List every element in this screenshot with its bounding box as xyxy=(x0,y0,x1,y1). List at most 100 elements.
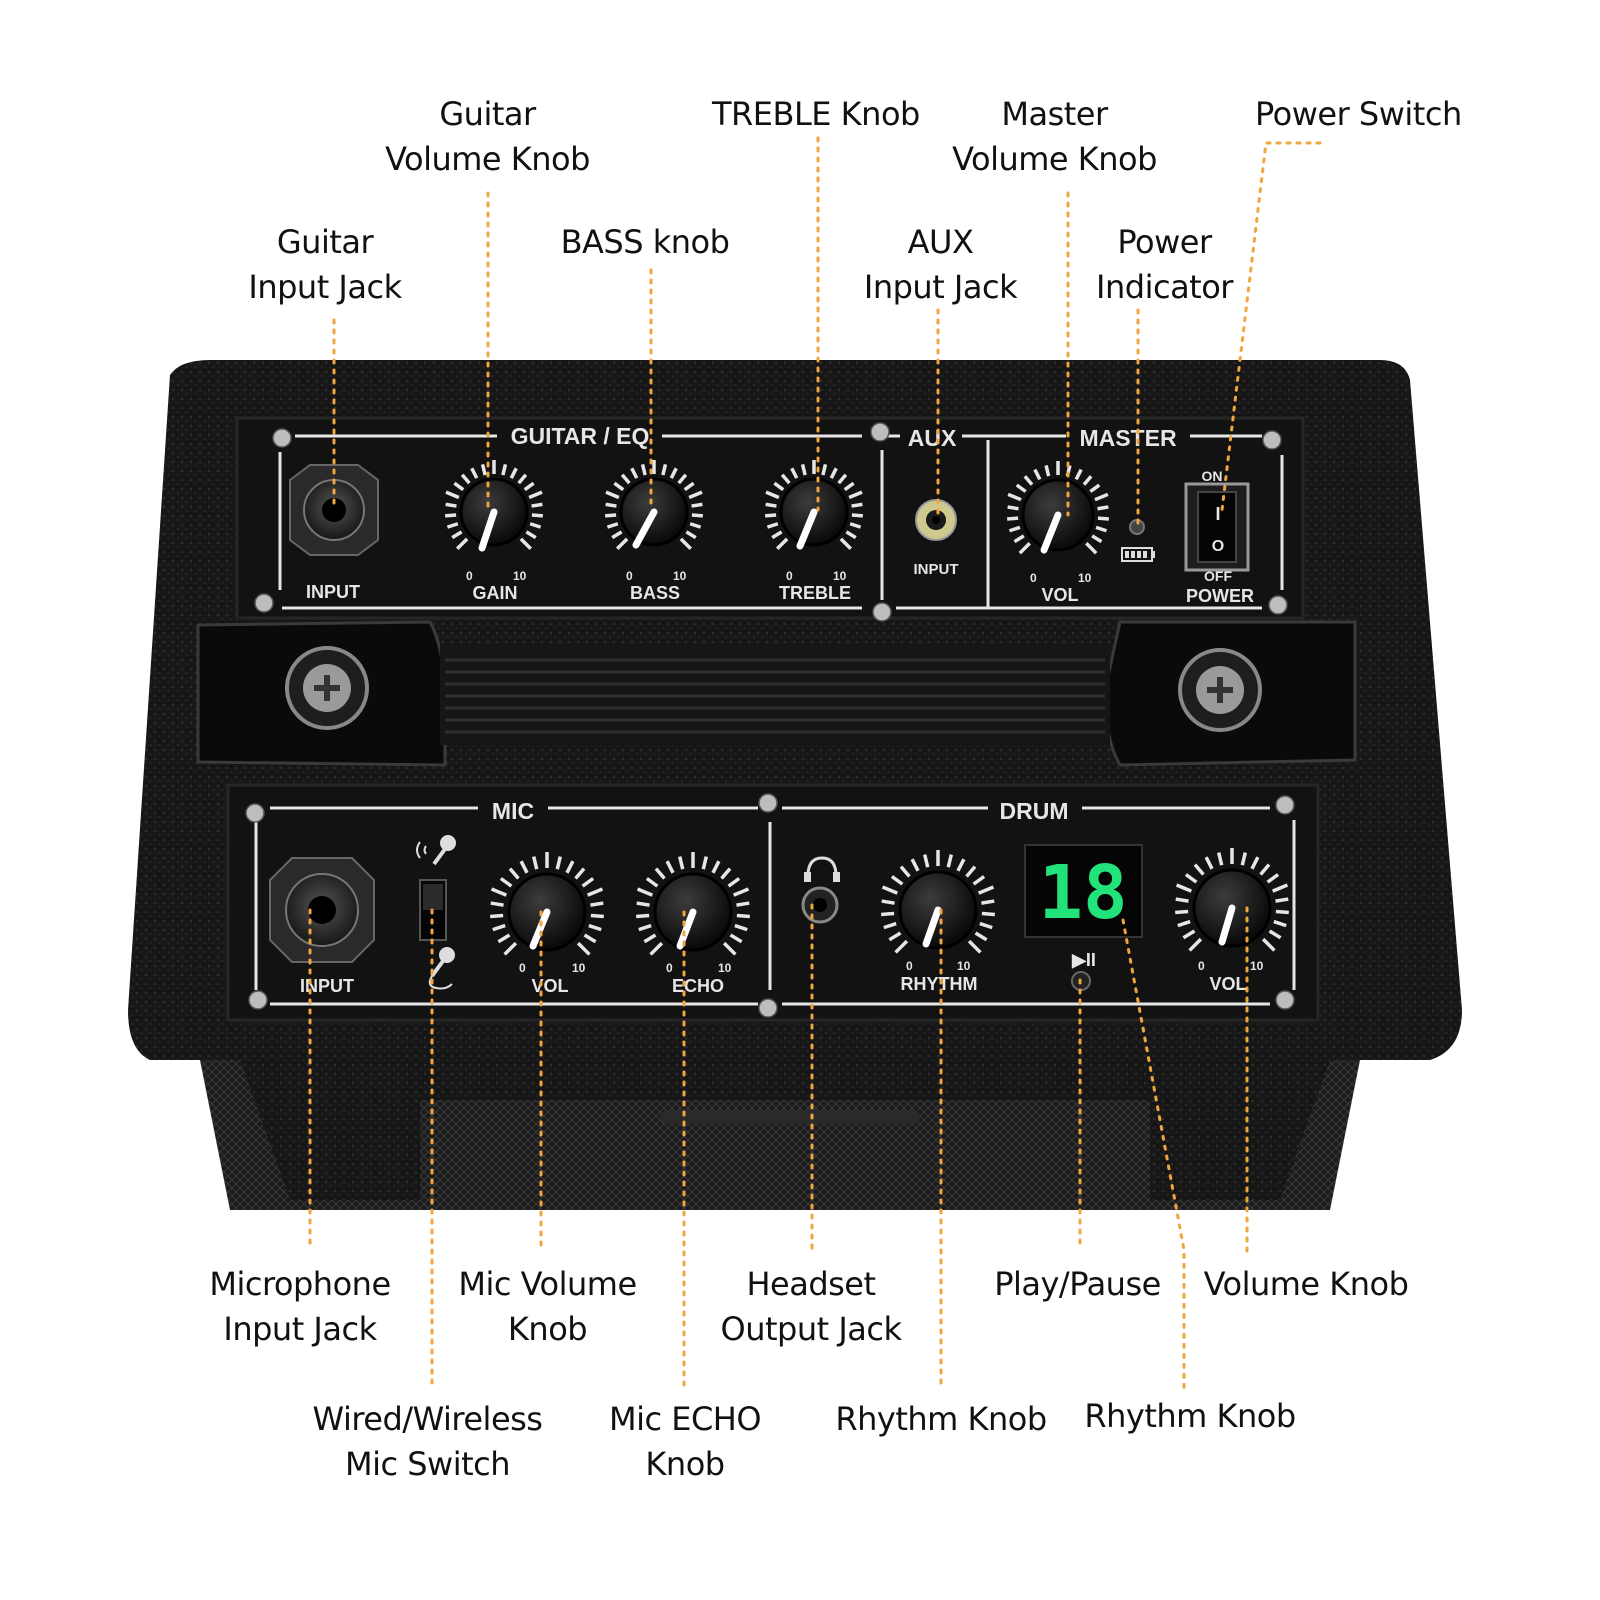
vol-scale-max: 10 xyxy=(1078,571,1092,585)
dial-tick xyxy=(574,867,586,880)
dial-tick xyxy=(773,481,785,492)
dial-tick xyxy=(1007,516,1019,521)
callout-bass-knob: BASS knob xyxy=(560,220,730,265)
drum-vol-scale-max: 10 xyxy=(1250,959,1264,973)
callout-line-1: Guitar xyxy=(276,223,374,261)
treble-knob[interactable] xyxy=(779,477,849,550)
top-scale-numbers: 0 10 0 10 0 10 0 10 xyxy=(466,569,1092,585)
dial-tick xyxy=(780,473,791,485)
dial-tick xyxy=(528,490,543,500)
dial-tick xyxy=(555,856,563,870)
rhythm-knob[interactable] xyxy=(898,870,978,950)
dial-tick xyxy=(1275,897,1289,903)
dial-tick xyxy=(1094,492,1109,502)
power-switch[interactable]: I O xyxy=(1184,482,1250,572)
callout-treble-knob: TREBLE Knob xyxy=(712,92,920,137)
dial-tick xyxy=(689,522,702,529)
dial-tick xyxy=(946,854,954,868)
dial-tick xyxy=(586,887,604,897)
callout-line-1: Play/Pause xyxy=(994,1265,1161,1303)
dial-tick xyxy=(665,860,675,874)
dial-tick xyxy=(583,933,597,944)
dial-tick xyxy=(765,502,777,508)
dial-tick xyxy=(1193,863,1205,876)
dial-tick xyxy=(800,463,807,476)
dial-tick xyxy=(979,921,993,930)
callout-line-1: Rhythm Knob xyxy=(835,1400,1047,1438)
dial-tick xyxy=(766,522,779,529)
dial-tick xyxy=(1175,909,1189,915)
callout-wired-wireless-mic-switch: Wired/Wireless Mic Switch xyxy=(305,1397,550,1487)
gain-scale-min: 0 xyxy=(466,569,473,583)
rhythm-label: RHYTHM xyxy=(901,974,978,994)
dial-tick xyxy=(1091,534,1103,544)
dial-tick xyxy=(446,522,459,529)
knob-dial-ticks xyxy=(445,460,1289,956)
rhythm-display-value: 18 xyxy=(1038,850,1127,936)
off-label: OFF xyxy=(1204,568,1232,584)
callout-mic-echo-knob: Mic ECHO Knob xyxy=(605,1397,765,1487)
dial-tick xyxy=(529,522,542,529)
headset-output-jack[interactable] xyxy=(801,886,839,924)
dial-tick xyxy=(565,860,575,874)
brand-plate xyxy=(660,1110,920,1124)
master-volume-knob[interactable] xyxy=(1021,478,1095,554)
gain-knob[interactable] xyxy=(459,477,529,552)
callout-line-2: Mic Switch xyxy=(344,1445,511,1483)
dial-tick xyxy=(613,481,625,492)
mic-vol-scale-max: 10 xyxy=(572,961,586,975)
master-vol-label: VOL xyxy=(1041,585,1078,605)
dial-tick xyxy=(638,923,652,932)
callout-headset-output-jack: Headset Output Jack xyxy=(716,1262,906,1352)
drum-volume-knob[interactable] xyxy=(1192,868,1272,948)
mic-input-label: INPUT xyxy=(300,976,354,996)
dial-tick xyxy=(839,537,853,551)
callout-line-2: Input Jack xyxy=(223,1310,377,1348)
dial-tick xyxy=(881,911,895,917)
dial-tick xyxy=(525,530,537,540)
dial-tick xyxy=(736,901,750,907)
dial-tick xyxy=(883,921,897,930)
callout-volume-knob: Volume Knob xyxy=(1200,1262,1412,1307)
dial-tick xyxy=(1268,929,1282,940)
callout-line-2: Input Jack xyxy=(863,268,1018,306)
dial-tick xyxy=(894,939,909,954)
dial-tick xyxy=(1007,492,1022,502)
dial-tick xyxy=(677,473,688,485)
dial-tick xyxy=(956,858,966,872)
dial-tick xyxy=(736,913,750,919)
mic-echo-knob[interactable] xyxy=(653,872,733,952)
callout-line-1: Power xyxy=(1117,223,1212,261)
dial-tick xyxy=(922,854,930,868)
aux-input-jack[interactable] xyxy=(915,499,957,541)
microphone-input-jack[interactable] xyxy=(269,857,375,963)
dial-tick xyxy=(445,490,460,500)
dial-tick xyxy=(480,463,487,476)
dial-tick xyxy=(531,856,539,870)
aux-input-label: INPUT xyxy=(914,561,959,578)
dial-tick xyxy=(691,513,703,518)
dial-tick xyxy=(701,856,709,870)
play-pause-symbol: ▶II xyxy=(1071,950,1096,970)
wired-mic-icon xyxy=(428,947,455,990)
guitar-input-jack[interactable] xyxy=(289,464,379,556)
dial-tick xyxy=(1008,525,1021,533)
callout-line-1: Master xyxy=(1001,95,1108,133)
dial-tick xyxy=(765,513,777,518)
dial-tick xyxy=(679,537,693,551)
dial-tick xyxy=(848,490,863,500)
dial-tick xyxy=(1013,534,1025,544)
callout-power-switch: Power Switch xyxy=(1255,92,1462,137)
dial-tick xyxy=(654,867,666,880)
dial-tick xyxy=(965,865,977,878)
dial-tick xyxy=(615,537,629,551)
dial-tick xyxy=(531,502,543,508)
dial-tick xyxy=(636,901,650,907)
echo-scale-max: 10 xyxy=(718,961,732,975)
mic-volume-knob[interactable] xyxy=(507,872,587,952)
dial-tick xyxy=(1182,929,1196,940)
bass-knob[interactable] xyxy=(619,477,689,549)
dial-tick xyxy=(1240,852,1248,866)
